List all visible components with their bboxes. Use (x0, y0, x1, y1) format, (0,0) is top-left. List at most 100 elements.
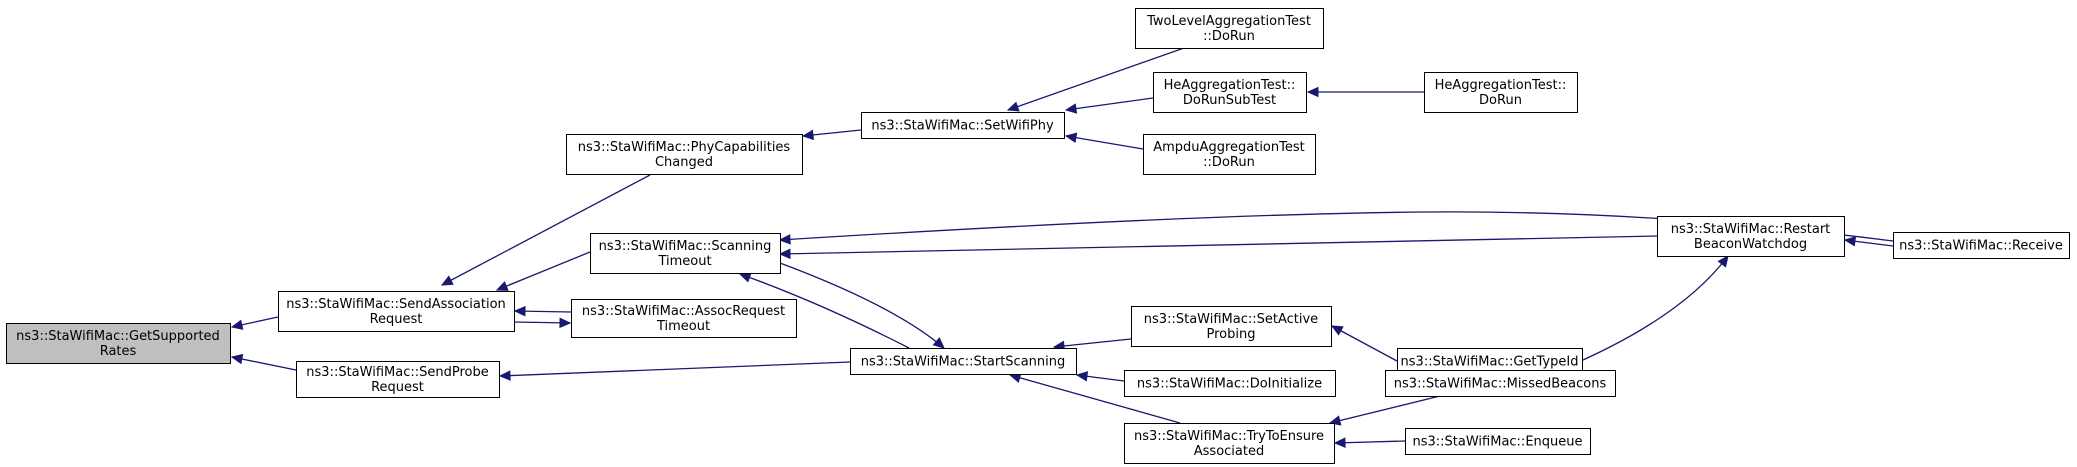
edge-twolevel-to-setwifiphy (1006, 47, 1185, 112)
edge-arrowhead (738, 272, 752, 283)
edge-arrowhead (498, 370, 511, 381)
node-label-line: ns3::StaWifiMac::Restart (1671, 222, 1831, 237)
edge-line (1007, 47, 1185, 111)
node-box (1143, 134, 1316, 175)
edge-ampdu-to-setwifiphy (1064, 132, 1144, 150)
node-label-line: ns3::StaWifiMac::DoInitialize (1137, 377, 1322, 392)
edge-arrowhead (932, 337, 945, 349)
edge-arrowhead (1333, 437, 1346, 448)
node-enqueue[interactable]: ns3::StaWifiMac::Enqueue (1405, 428, 1591, 455)
edge-setwifiphy-to-phycap (801, 129, 862, 141)
node-box (1124, 423, 1335, 464)
edge-missedbeacons-to-restartbeacon (1559, 255, 1729, 371)
node-label-line: Changed (655, 155, 713, 170)
node-label-line: Rates (100, 344, 137, 359)
edge-startscan-to-sendprobe (498, 361, 851, 381)
node-ampdu[interactable]: AmpduAggregationTest::DoRun (1143, 134, 1316, 175)
node-box (1893, 232, 2070, 259)
node-label-line: Request (371, 380, 424, 395)
edge-assoctimeout-to-sendassoc (513, 305, 572, 317)
edge-line (1053, 338, 1132, 348)
node-label-line: ns3::StaWifiMac::AssocRequest (582, 304, 785, 319)
node-label-line: BeaconWatchdog (1694, 237, 1807, 252)
node-box (296, 361, 500, 398)
edge-arrowhead (1717, 255, 1729, 268)
node-box (571, 299, 797, 338)
node-doinit[interactable]: ns3::StaWifiMac::DoInitialize (1124, 370, 1336, 397)
node-label-line: ns3::StaWifiMac::SetWifiPhy (871, 119, 1054, 134)
edge-phycap-to-sendassoc (440, 174, 651, 286)
node-label-line: ns3::StaWifiMac::MissedBeacons (1394, 377, 1607, 392)
edge-arrowhead (778, 234, 791, 245)
edge-arrowhead (230, 319, 244, 330)
node-box (850, 348, 1077, 375)
edge-line (499, 361, 851, 377)
edge-line (1331, 325, 1398, 362)
node-label-line: HeAggregationTest:: (1435, 78, 1567, 93)
node-label-line: AmpduAggregationTest (1153, 140, 1304, 155)
node-box (1385, 370, 1616, 397)
edge-arrowhead (230, 353, 244, 365)
node-label-line: Associated (1194, 444, 1264, 459)
node-box (1124, 370, 1336, 397)
node-box (278, 291, 515, 332)
node-label-line: ns3::StaWifiMac::GetSupported (16, 329, 220, 344)
edge-line (441, 174, 651, 286)
node-label-line: ns3::StaWifiMac::GetTypeId (1401, 355, 1579, 370)
node-label-line: DoRunSubTest (1183, 93, 1276, 108)
node-label-line: ns3::StaWifiMac::SendAssociation (286, 297, 506, 312)
edge-doinit-to-startscan (1075, 371, 1125, 382)
edge-line (496, 251, 591, 291)
node-box (861, 112, 1065, 139)
node-hesub[interactable]: HeAggregationTest::DoRunSubTest (1153, 72, 1307, 113)
node-missedbeacons[interactable]: ns3::StaWifiMac::MissedBeacons (1385, 370, 1616, 397)
edge-missedbeacons-to-trytoensure (1328, 395, 1441, 426)
edge-arrowhead (559, 317, 572, 329)
edge-line (231, 356, 297, 371)
node-label-line: Timeout (656, 319, 710, 334)
node-label-line: ns3::StaWifiMac::Receive (1899, 239, 2063, 254)
node-label-line: ::DoRun (1203, 155, 1255, 170)
node-twolevel[interactable]: TwoLevelAggregationTest::DoRun (1135, 8, 1324, 49)
node-setwifiphy[interactable]: ns3::StaWifiMac::SetWifiPhy (861, 112, 1065, 139)
node-label-line: ns3::StaWifiMac::StartScanning (861, 355, 1066, 370)
edge-arrowhead (495, 281, 509, 291)
edge-hedorun-to-hesub (1306, 86, 1424, 98)
node-label-line: ns3::StaWifiMac::TryToEnsure (1134, 429, 1324, 444)
edge-arrowhead (778, 248, 791, 260)
node-box (566, 134, 803, 175)
node-receive[interactable]: ns3::StaWifiMac::Receive (1893, 232, 2070, 259)
edge-arrowhead (1075, 371, 1089, 382)
edge-line (779, 235, 1658, 255)
edge-line (1065, 135, 1144, 150)
node-hedorun[interactable]: HeAggregationTest::DoRun (1424, 72, 1578, 113)
node-label-line: ns3::StaWifiMac::Scanning (599, 239, 772, 254)
node-box (1131, 306, 1332, 347)
node-startscan[interactable]: ns3::StaWifiMac::StartScanning (850, 348, 1077, 375)
node-box (1405, 428, 1591, 455)
node-layer: ns3::StaWifiMac::GetSupportedRatesns3::S… (6, 8, 2070, 464)
node-label-line: ::DoRun (1203, 29, 1255, 44)
edge-enqueue-to-trytoensure (1333, 437, 1406, 448)
node-label-line: HeAggregationTest:: (1164, 78, 1296, 93)
node-box (1657, 216, 1845, 257)
edge-line (1065, 97, 1154, 111)
edge-line (1329, 395, 1441, 424)
node-label-line: ns3::StaWifiMac::SetActive (1144, 312, 1318, 327)
edge-line (779, 262, 945, 349)
edge-line (1334, 440, 1406, 444)
edge-arrowhead (513, 305, 526, 317)
edge-line (1559, 255, 1729, 371)
edge-arrowhead (1306, 86, 1319, 98)
edge-scantimeout-to-startscan (779, 262, 945, 349)
